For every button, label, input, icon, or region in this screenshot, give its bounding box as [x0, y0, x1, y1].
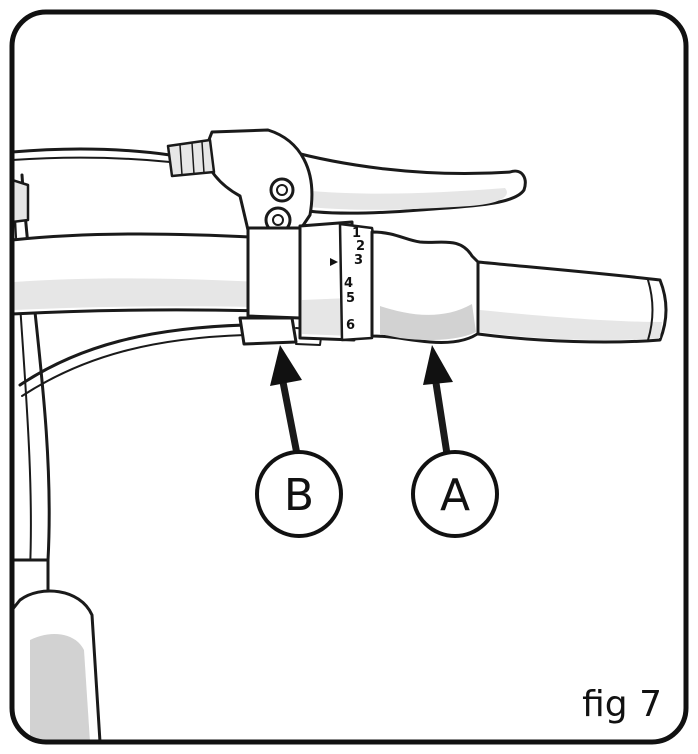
cable-housing-tip [238, 316, 298, 346]
gear-number: 6 [346, 318, 355, 333]
callout-a-arrow-shaft [432, 379, 451, 458]
barrel-adjuster [166, 138, 216, 178]
callout-a-circle [411, 450, 499, 538]
handlebar-shade [14, 278, 298, 310]
callout-a-label: A [440, 470, 470, 521]
lever-clamp-band [246, 226, 302, 320]
figure-caption: fig 7 [582, 684, 662, 725]
figure-frame-border [9, 9, 689, 745]
left-cable-outer [20, 173, 51, 562]
gear-number: 4 [344, 276, 353, 291]
figure-frame-fill [12, 12, 686, 742]
brake-cable [12, 147, 172, 157]
callout-b-label: B [284, 470, 314, 521]
gear-number: 2 [356, 239, 365, 254]
callout-b-arrow-shaft [279, 378, 301, 458]
left-clamp [12, 178, 30, 224]
illustration: 1 2 3 4 5 6 B A fig 7 [12, 128, 668, 742]
gear-number: 5 [346, 291, 355, 306]
callout-b-arrowhead [270, 345, 302, 386]
gear-number: 1 [352, 226, 361, 241]
gear-pointer [330, 258, 338, 266]
callout-b-circle [255, 450, 343, 538]
gear-number: 3 [354, 253, 363, 268]
callout-a-arrowhead [423, 345, 453, 385]
shifter-cable [18, 323, 247, 387]
